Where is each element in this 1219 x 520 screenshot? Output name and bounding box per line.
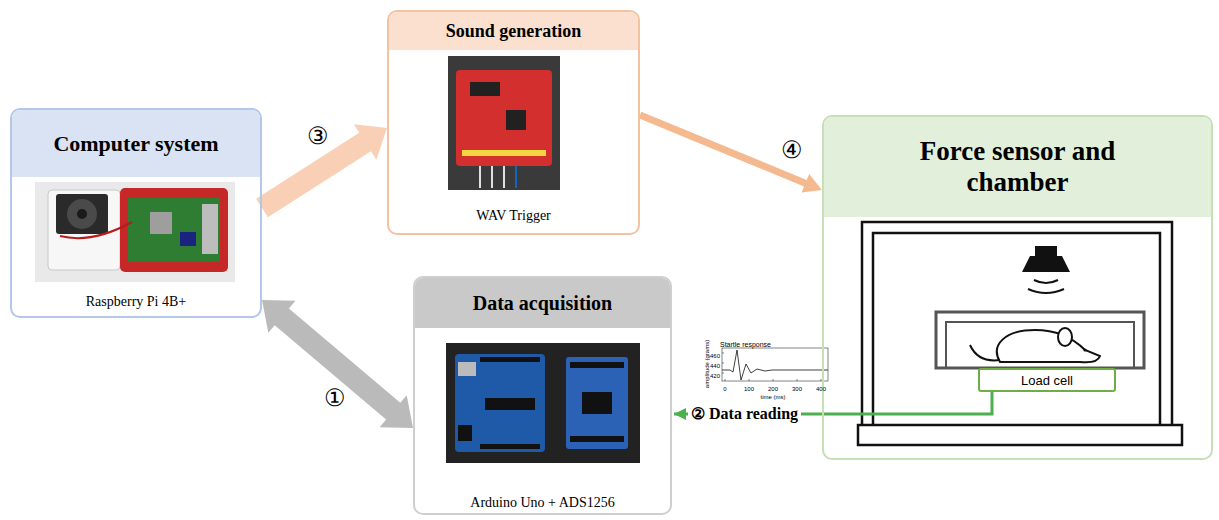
connector <box>262 300 413 428</box>
thick-arrow <box>262 300 413 428</box>
label-anchor: ④ <box>781 137 803 163</box>
panel-heading: Data acquisition <box>473 292 612 315</box>
thick-arrow <box>639 112 822 193</box>
sound-panel: Sound generationWAV Trigger <box>387 10 640 235</box>
photo-caption: Arduino Uno + ADS1256 <box>470 495 614 510</box>
panel-heading: Sound generation <box>446 21 582 42</box>
arrow-head <box>674 408 686 420</box>
wav-trigger-photo <box>448 56 560 190</box>
acquisition-panel: Data acquisitionArduino Uno + ADS1256 <box>413 276 672 515</box>
label-anchor: 0 <box>723 377 726 395</box>
callout-number: ④ <box>781 137 803 163</box>
plot-label: 100 <box>744 386 754 393</box>
header-band: Data acquisition <box>415 278 670 328</box>
part-label: Load cell <box>1021 373 1073 388</box>
photo-caption: Raspberry Pi 4B+ <box>86 294 186 309</box>
callout-number: ① <box>324 385 346 411</box>
callout-number: ③ <box>307 123 329 149</box>
system-panel: Computer systemRaspberry Pi 4B+ <box>10 108 262 318</box>
plot-label: 300 <box>792 386 802 393</box>
label-anchor: 300 <box>792 377 802 395</box>
label-anchor: 200 <box>768 377 778 395</box>
plot-label: 460 <box>710 353 720 360</box>
label-anchor: 100 <box>744 377 754 395</box>
plot-label: Startle response <box>720 341 771 349</box>
label-anchor: ① <box>324 385 346 411</box>
plot-label: 0 <box>723 386 726 393</box>
startle-plot <box>722 348 828 381</box>
label-anchor: time (ms) <box>761 385 786 403</box>
arduino-photo <box>446 343 640 463</box>
photo-caption: WAV Trigger <box>476 208 551 223</box>
load-cell: Load cell <box>978 368 1116 392</box>
label-anchor: ③ <box>307 123 329 149</box>
label-anchor: amplitude (grams) <box>695 340 713 388</box>
label-anchor: 420 <box>710 364 720 382</box>
label-anchor: 460 <box>710 344 720 362</box>
header-band: Force sensor and chamber <box>824 117 1211 217</box>
plot-label: 440 <box>710 363 720 370</box>
plot-label: time (ms) <box>761 394 786 401</box>
plot-label: 200 <box>768 386 778 393</box>
panel-heading: Computer system <box>53 131 218 156</box>
label-anchor: Startle response <box>720 333 771 351</box>
plot-label: 420 <box>710 373 720 380</box>
label-anchor: 440 <box>710 354 720 372</box>
connector <box>639 112 822 193</box>
label-anchor: ② Data reading <box>688 405 801 423</box>
panel-heading: Force sensor and chamber <box>878 136 1158 198</box>
plot-label: amplitude (grams) <box>704 340 711 388</box>
chamber-drawing <box>858 222 1182 445</box>
plot-label: 400 <box>816 386 826 393</box>
header-band: Sound generation <box>389 12 638 50</box>
label-anchor: 400 <box>816 377 826 395</box>
callout-number: ② Data reading <box>688 405 801 423</box>
chamber-panel: Force sensor and chamberLoad cell <box>822 115 1213 460</box>
raspberry-pi-photo <box>35 182 235 282</box>
header-band: Computer system <box>12 110 260 177</box>
